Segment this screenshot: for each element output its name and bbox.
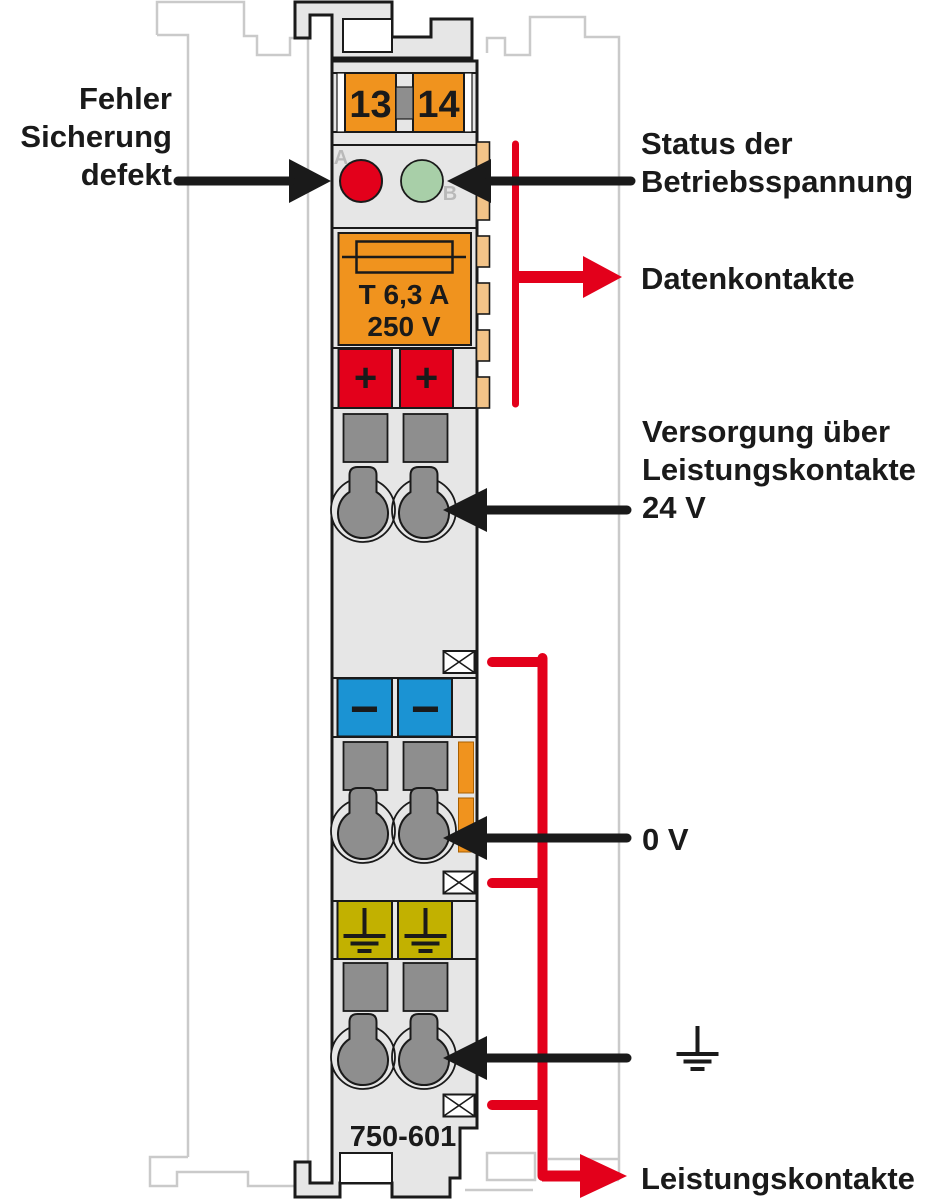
fuse-symbol-icon [342, 240, 466, 274]
status-label-line1: Status der [641, 126, 793, 161]
plus-symbol: + [354, 356, 377, 400]
red-arrow-right-icon [583, 256, 622, 298]
fault-label-line3: defekt [80, 157, 172, 192]
power-jumper-contact-bottom [442, 1093, 476, 1118]
fuse-rating-text: T 6,3 A [359, 279, 450, 310]
supply-label-line3: 24 V [642, 490, 706, 525]
plus-terminal-row [337, 348, 454, 409]
supply-label-line2: Leistungskontakte [642, 452, 916, 487]
led-b-label: B [443, 183, 457, 205]
plus-terminal-left[interactable] [337, 348, 393, 409]
black-arrow-right-icon [289, 159, 331, 203]
power-contacts-label: Leistungskontakte [641, 1161, 915, 1196]
data-contact-tab [475, 282, 491, 315]
power-contacts-bracket [487, 653, 627, 1198]
terminal-14-number: 14 [417, 84, 459, 126]
led-row [339, 159, 444, 203]
plus-symbol: + [415, 356, 438, 400]
terminal-13-number: 13 [349, 84, 391, 126]
minus-terminal-row [336, 677, 453, 738]
fault-arrow [173, 159, 331, 203]
status-label: Status der Betriebsspannung [641, 125, 913, 201]
zero-volt-label: 0 V [642, 822, 689, 857]
fault-label-line2: Sicherung [20, 119, 172, 154]
earth-ground-symbol-icon [674, 1024, 721, 1071]
power-jumper-contact-middle [442, 870, 476, 895]
minus-terminal-left[interactable] [336, 677, 393, 738]
module-top-notch [342, 18, 393, 53]
fuse-holder[interactable] [337, 232, 472, 346]
plus-terminal-right[interactable] [399, 348, 454, 409]
top-terminal-row [336, 72, 473, 133]
data-contact-tab [475, 376, 491, 409]
fuse-voltage-text: 250 V [367, 311, 440, 342]
power-jumper-contact-top [442, 650, 476, 674]
data-contact-tab [475, 235, 491, 268]
data-contacts-label: Datenkontakte [641, 261, 855, 296]
led-a-label: A [334, 147, 348, 169]
module-body [293, 59, 479, 1199]
earth-terminal-row [336, 900, 453, 960]
status-led-green-icon [400, 159, 444, 203]
model-number: 750-601 [350, 1121, 456, 1153]
fault-label: Fehler Sicherung defekt [0, 80, 172, 194]
status-label-line2: Betriebsspannung [641, 164, 914, 199]
module-bottom-notch [339, 1152, 393, 1184]
data-contacts-bracket [512, 140, 622, 408]
supply-label: Versorgung über Leistungskontakte 24 V [642, 413, 916, 527]
fault-label-line1: Fehler [78, 81, 172, 116]
terminal-divider-bar [395, 86, 414, 120]
red-arrow-right-icon [580, 1154, 627, 1198]
minus-symbol: − [411, 681, 440, 737]
fault-led-red-icon [339, 159, 383, 203]
minus-symbol: − [350, 681, 379, 737]
data-contact-tab [475, 329, 491, 362]
minus-terminal-right[interactable] [397, 677, 453, 738]
supply-label-line1: Versorgung über [642, 414, 891, 449]
